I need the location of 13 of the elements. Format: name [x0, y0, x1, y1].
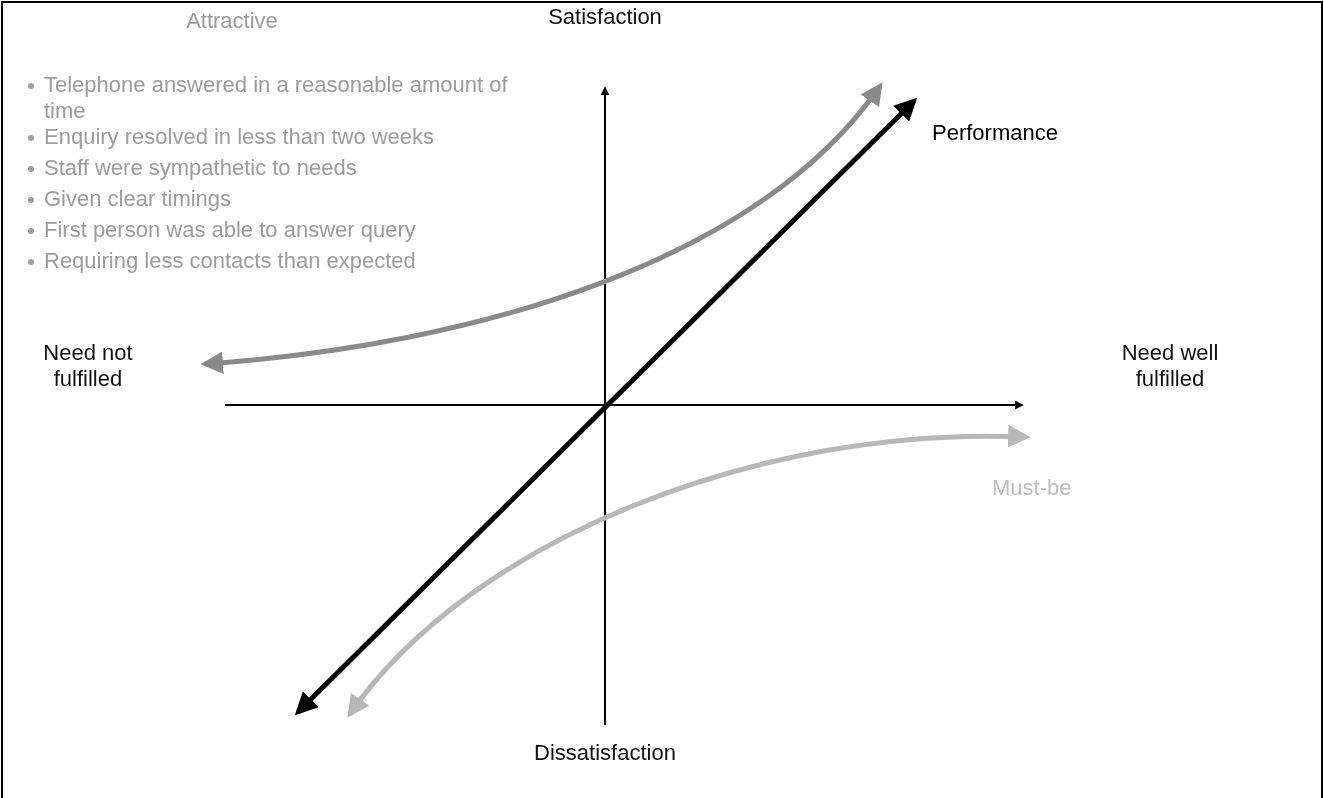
list-item: Telephone answered in a reasonable amount of time [44, 72, 509, 124]
category-title: Must-be [992, 475, 1073, 501]
list-item: Given clear timings [44, 186, 233, 212]
list-item: Requiring less contacts than expected [44, 248, 417, 274]
list-item: Staff were sympathetic to needs [44, 155, 358, 181]
axis-label: Satisfaction [547, 4, 663, 30]
category-title: Attractive [185, 8, 279, 34]
axis-label: Need well fulfilled [1120, 340, 1220, 392]
axis-label: Dissatisfaction [533, 740, 677, 766]
category-title: Performance [932, 120, 1059, 146]
axis-label: Need not fulfilled [42, 340, 134, 392]
list-item: First person was able to answer query [44, 217, 417, 243]
list-item: Enquiry resolved in less than two weeks [44, 124, 436, 150]
